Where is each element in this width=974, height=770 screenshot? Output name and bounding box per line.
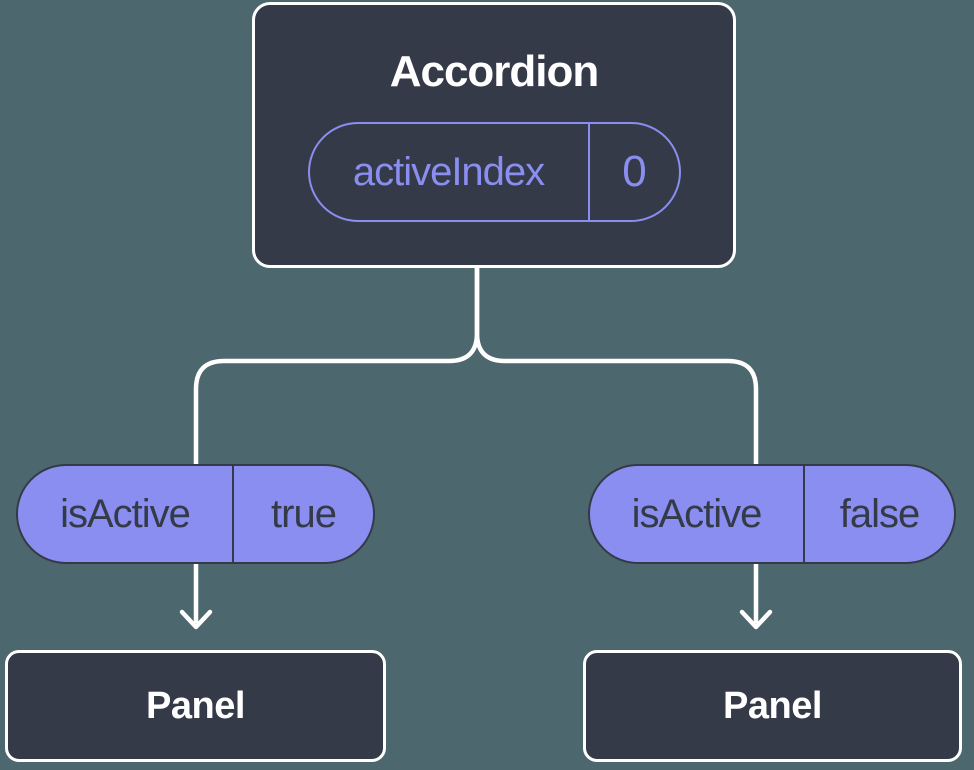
prop-name: isActive (631, 491, 763, 536)
active-index-prop-pill: activeIndex 0 (307, 122, 681, 223)
is-active-pill-right: isActive false (588, 464, 956, 564)
prop-value: 0 (587, 124, 679, 221)
prop-name: activeIndex (352, 149, 545, 194)
branch-line-left (193, 265, 480, 624)
prop-name: isActive (60, 491, 191, 536)
prop-value: true (232, 466, 373, 562)
accordion-node-title: Accordion (389, 46, 600, 96)
branch-line-right (474, 265, 759, 624)
arrowhead-right-icon (739, 609, 773, 630)
panel-node-title: Panel (146, 684, 245, 727)
is-active-pill-left: isActive true (16, 464, 375, 564)
panel-node-left: Panel (5, 650, 386, 762)
accordion-node: Accordion activeIndex 0 (252, 2, 736, 268)
arrowhead-left-icon (179, 609, 213, 630)
panel-node-right: Panel (583, 650, 962, 762)
prop-value: false (803, 466, 954, 562)
panel-node-title: Panel (723, 684, 822, 727)
